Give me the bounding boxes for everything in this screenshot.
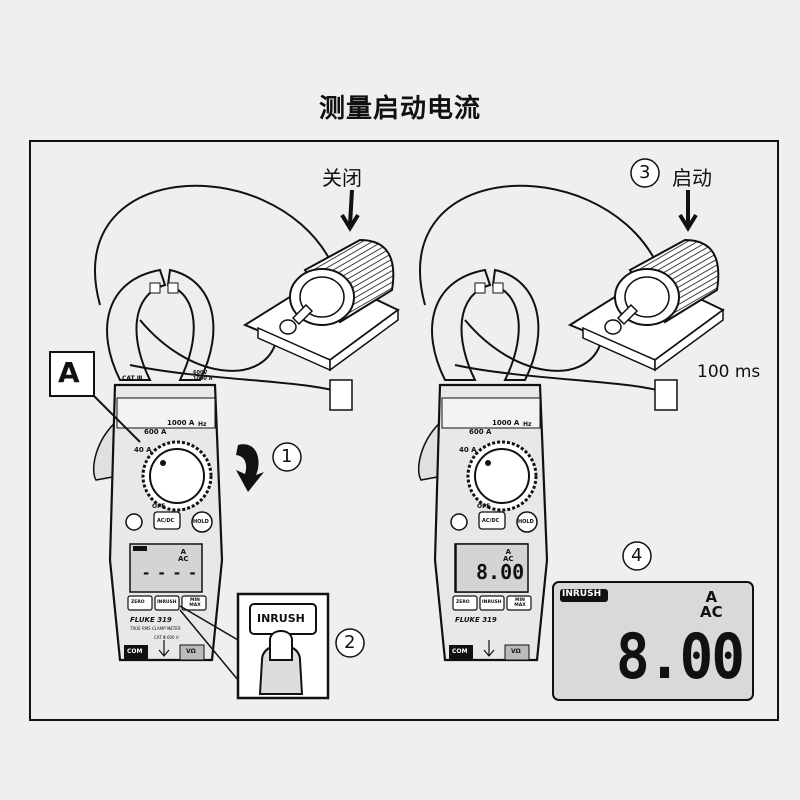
lcd-unit-ac: AC xyxy=(178,555,189,563)
meter-cat-left: CAT Ⅲ xyxy=(122,375,143,382)
step-2-circle xyxy=(335,628,365,658)
off-position-label: OFF xyxy=(152,503,166,510)
big-unit-ac: AC xyxy=(700,603,723,621)
range-600-label-right: 600 A xyxy=(469,428,492,436)
big-unit-a: A xyxy=(705,588,718,606)
step-3-label: 3 xyxy=(639,162,651,183)
acdc-button-right[interactable]: AC/DC xyxy=(482,518,500,524)
minmax-button[interactable]: MIN MAX xyxy=(189,598,201,608)
step-2-label: 2 xyxy=(344,632,356,653)
lcd-dashes: - - - - xyxy=(143,564,198,582)
lcd-units-right: A AC xyxy=(503,549,514,563)
step-4-circle xyxy=(622,541,652,571)
meter-rating: 600V 1000 A xyxy=(193,370,213,382)
v-jack: VΩ xyxy=(186,648,196,655)
arrow-on-icon xyxy=(678,190,698,232)
inrush-zoom-label: INRUSH xyxy=(257,612,305,625)
inrush-button[interactable]: INRUSH xyxy=(157,600,177,605)
range-1000-label: 1000 A xyxy=(167,419,195,427)
range-600-label: 600 A xyxy=(144,428,167,436)
hz-label-right: Hz xyxy=(523,421,532,428)
brand-name: FLUKE xyxy=(130,616,155,624)
big-display-units: A AC xyxy=(700,590,723,620)
hold-button-right[interactable]: HOLD xyxy=(518,519,534,525)
hold-button[interactable]: HOLD xyxy=(193,519,209,525)
inrush-button-right[interactable]: INRUSH xyxy=(482,600,502,605)
lcd-unit-a: A xyxy=(180,548,186,556)
model-number-right: 319 xyxy=(482,616,497,624)
com-jack: COM xyxy=(127,648,143,655)
lcd-units-left: A AC xyxy=(178,549,189,563)
step-1-circle xyxy=(272,442,302,472)
range-1000-label-right: 1000 A xyxy=(492,419,520,427)
lcd-unit-a-right: A xyxy=(505,548,511,556)
brand-logo-right: FLUKE 319 xyxy=(455,616,497,624)
meter-rating-amp: 1000 A xyxy=(193,376,213,382)
v-jack-right: VΩ xyxy=(511,648,521,655)
lcd-reading-right: 8.00 xyxy=(476,560,525,584)
big-display-badge: INRUSH xyxy=(562,589,602,599)
duration-label: 100 ms xyxy=(697,362,761,382)
page-title: 测量启动电流 xyxy=(318,94,481,124)
brand-logo: FLUKE 319 xyxy=(130,616,172,624)
step-4-label: 4 xyxy=(631,545,643,566)
cat-bottom: CAT Ⅲ 600 V xyxy=(154,635,179,640)
off-label: 关闭 xyxy=(322,166,362,190)
callout-a-label: A xyxy=(58,356,80,389)
step-3-circle xyxy=(630,158,660,188)
meter-subtitle: TRUE RMS CLAMP METER xyxy=(130,626,181,631)
callout-a-box xyxy=(49,351,95,397)
minmax-button-right[interactable]: MIN MAX xyxy=(514,598,526,608)
lcd-unit-ac-right: AC xyxy=(503,555,514,563)
step-1-label: 1 xyxy=(281,446,293,467)
off-position-label-right: OFF xyxy=(477,503,491,510)
acdc-button[interactable]: AC/DC xyxy=(157,518,175,524)
hz-label: Hz xyxy=(198,421,207,428)
big-display-reading: 8.00 xyxy=(616,620,745,693)
rotate-arrow-icon xyxy=(236,444,264,492)
model-number: 319 xyxy=(157,616,172,624)
big-display xyxy=(552,581,754,701)
clamp-meter-left xyxy=(92,184,332,662)
range-40-label-right: 40 A xyxy=(459,446,477,454)
zero-button-right[interactable]: ZERO xyxy=(456,600,470,605)
zero-button[interactable]: ZERO xyxy=(131,600,145,605)
meter-rating-volt: 600V xyxy=(193,370,208,376)
arrow-off-icon xyxy=(340,189,360,232)
on-label: 启动 xyxy=(672,166,712,190)
diagram-frame xyxy=(29,140,779,721)
com-jack-right: COM xyxy=(452,648,468,655)
brand-name-right: FLUKE xyxy=(455,616,480,624)
range-40-label: 40 A xyxy=(134,446,152,454)
